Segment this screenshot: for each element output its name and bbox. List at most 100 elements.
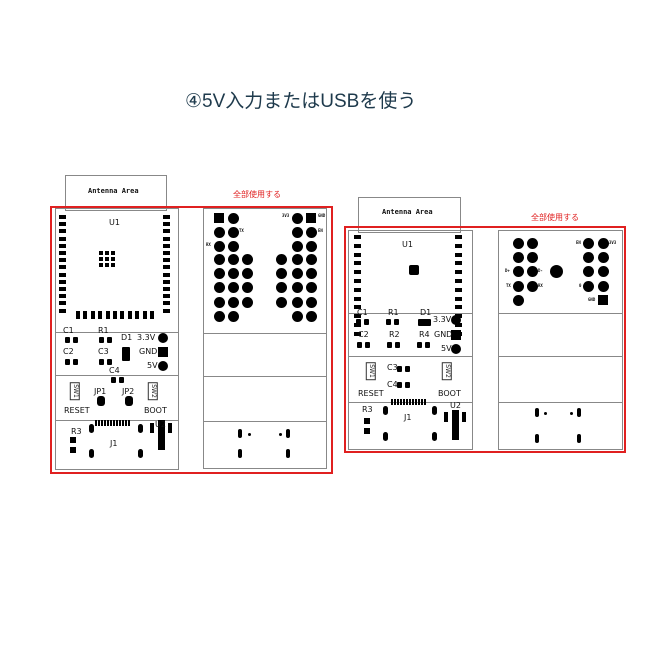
through-hole-pad bbox=[305, 267, 317, 279]
5v-label: 5V bbox=[147, 361, 158, 370]
smd-pad bbox=[106, 359, 112, 365]
through-hole-pad bbox=[227, 296, 239, 308]
c2-label: C2 bbox=[63, 347, 74, 356]
through-hole-pad bbox=[227, 240, 239, 252]
module-pad bbox=[105, 311, 110, 319]
square-pad bbox=[451, 330, 461, 340]
square-pad bbox=[306, 213, 316, 223]
jp1-label: JP1 bbox=[94, 387, 107, 396]
smd-pad bbox=[355, 319, 361, 325]
thermal-pad bbox=[99, 251, 103, 255]
through-hole-pad bbox=[582, 237, 594, 249]
thermal-pad bbox=[99, 263, 103, 267]
d1-label: D1 bbox=[420, 308, 432, 317]
usb-pin bbox=[107, 420, 109, 426]
through-hole-pad bbox=[582, 280, 594, 292]
smd-pad bbox=[98, 359, 104, 365]
module-pad bbox=[127, 311, 132, 319]
pin-3v3-label: 3V3 bbox=[282, 213, 290, 218]
usb-shell-pad bbox=[88, 448, 94, 458]
d1-label: D1 bbox=[121, 333, 133, 342]
pin-3v3-label: 3V3 bbox=[609, 240, 617, 245]
smd-pad bbox=[394, 342, 400, 348]
module-pad bbox=[162, 229, 170, 234]
antenna-label: Antenna Area bbox=[382, 208, 433, 216]
reset-label: RESET bbox=[64, 406, 90, 415]
pin-tx-label: TX bbox=[239, 228, 244, 233]
smd-pad bbox=[364, 418, 370, 424]
slot-pad bbox=[577, 407, 581, 417]
module-pad bbox=[83, 311, 88, 319]
module-panel bbox=[348, 230, 473, 450]
slot-pad bbox=[286, 448, 290, 458]
u2-label: U2 bbox=[155, 420, 166, 429]
through-hole-pad bbox=[526, 237, 538, 249]
module-pad bbox=[162, 222, 170, 227]
thermal-pad bbox=[99, 257, 103, 261]
via bbox=[569, 411, 573, 415]
usb-pin bbox=[394, 399, 396, 405]
through-hole-pad bbox=[526, 280, 538, 292]
module-pad bbox=[162, 287, 170, 291]
thermal-pad bbox=[105, 251, 109, 255]
pin-en-label: EN bbox=[576, 240, 581, 245]
pin-gnd-label: GND bbox=[318, 213, 326, 218]
through-hole-pad bbox=[291, 240, 303, 252]
regulator-pin bbox=[168, 423, 172, 433]
through-hole-pad bbox=[291, 212, 303, 224]
module-pad bbox=[58, 308, 66, 313]
through-hole-pad bbox=[305, 226, 317, 238]
c4-label: C4 bbox=[387, 380, 398, 389]
c3-label: C3 bbox=[387, 363, 398, 372]
module-pad bbox=[76, 311, 80, 319]
sw1-label: SW1 bbox=[69, 382, 80, 400]
boot-label: BOOT bbox=[144, 406, 167, 415]
module-pad bbox=[353, 305, 361, 310]
module-pad bbox=[135, 311, 140, 319]
usb-shell-pad bbox=[137, 448, 143, 458]
module-pad bbox=[353, 331, 361, 336]
smd-pad bbox=[98, 337, 104, 343]
through-hole-pad bbox=[227, 281, 239, 293]
module-pad bbox=[353, 323, 361, 327]
module-pad bbox=[58, 251, 66, 255]
usb-pin bbox=[403, 399, 405, 405]
usb-shell-pad bbox=[137, 423, 143, 433]
c2-label: C2 bbox=[358, 330, 369, 339]
jumper-pad bbox=[97, 396, 105, 406]
through-hole-pad bbox=[597, 280, 609, 292]
smd-pad bbox=[72, 359, 78, 365]
pin-dp-label: D+ bbox=[505, 268, 510, 273]
through-hole-pad bbox=[213, 226, 225, 238]
through-hole-pad bbox=[305, 296, 317, 308]
smd-pad bbox=[386, 342, 392, 348]
module-pad bbox=[58, 287, 66, 291]
module-pad bbox=[58, 279, 66, 284]
module-pad bbox=[454, 279, 462, 283]
module-pad bbox=[58, 215, 66, 219]
gnd-label: GND bbox=[434, 330, 453, 339]
through-hole-pad bbox=[213, 267, 225, 279]
antenna-area bbox=[358, 197, 461, 233]
via bbox=[543, 411, 547, 415]
c1-label: C1 bbox=[63, 326, 74, 335]
smd-pad bbox=[70, 437, 76, 443]
usb-pin bbox=[415, 399, 417, 405]
usb-pin bbox=[101, 420, 103, 426]
smd-pad bbox=[404, 382, 410, 388]
through-hole-pad bbox=[227, 212, 239, 224]
usb-pin bbox=[110, 420, 112, 426]
slot-pad bbox=[535, 407, 539, 417]
through-hole-pad bbox=[275, 253, 287, 265]
thermal-pad bbox=[409, 265, 419, 275]
smd-pad bbox=[70, 447, 76, 453]
slot-pad bbox=[238, 448, 242, 458]
through-hole-pad bbox=[213, 281, 225, 293]
slot-pad bbox=[577, 433, 581, 443]
smd-pad bbox=[64, 359, 70, 365]
pin-rx-label: RX bbox=[206, 242, 211, 247]
r1-label: R1 bbox=[388, 308, 399, 317]
square-pad bbox=[214, 213, 224, 223]
through-hole-pad bbox=[291, 267, 303, 279]
through-hole-pad bbox=[526, 251, 538, 263]
